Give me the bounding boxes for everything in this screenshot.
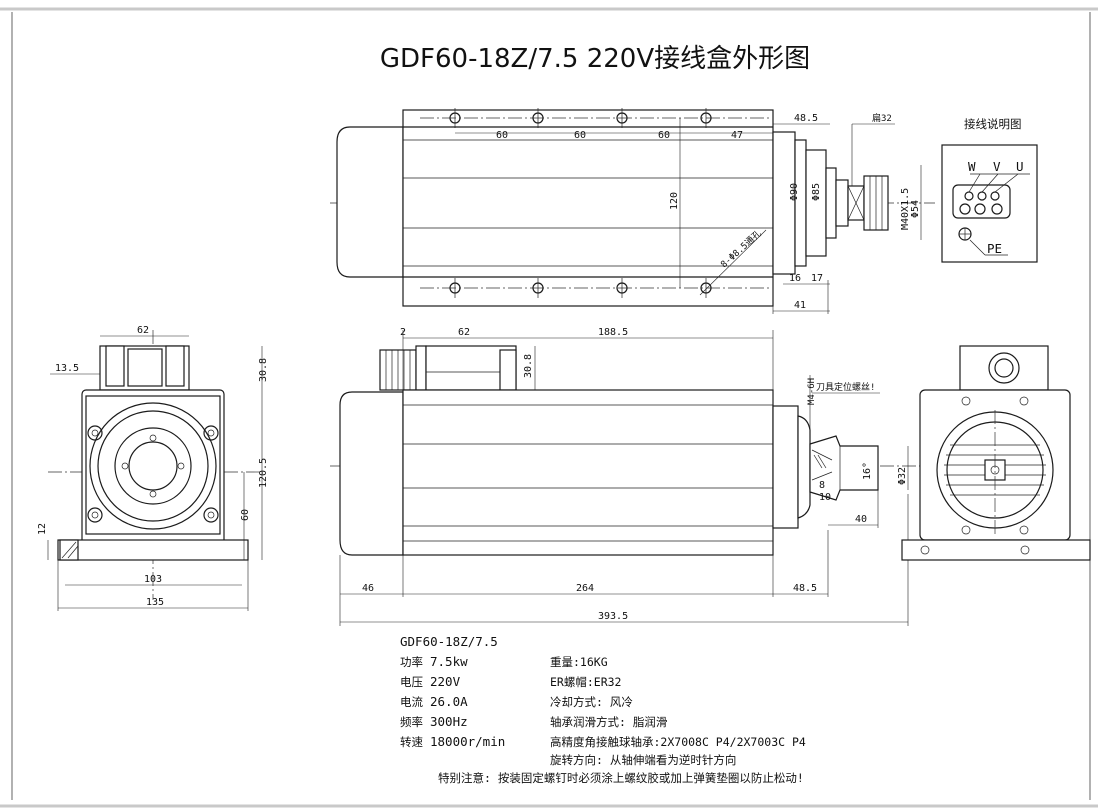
terminal-w: W (968, 159, 976, 174)
dim-base-w: 135 (146, 597, 164, 608)
dim-height: 120 (669, 192, 680, 210)
spec-voltage-value: 220V (430, 674, 461, 689)
spec-power-label: 功率 (400, 655, 423, 669)
spec-speed-value: 18000r/min (430, 734, 505, 749)
spec-cooling: 冷却方式: 风冷 (550, 695, 633, 709)
mount-holes-top (449, 108, 712, 298)
dim-d16: 16 (789, 273, 801, 284)
dim-offset: 13.5 (55, 363, 79, 374)
drawing-title: GDF60-18Z/7.5 220V接线盒外形图 (380, 44, 810, 74)
dim-10: 10 (819, 492, 831, 503)
spec-power-value: 7.5kw (430, 654, 468, 669)
spec-frequency-label: 频率 (400, 715, 423, 729)
spec-frequency-value: 300Hz (430, 714, 468, 729)
dim-spacing-2: 60 (574, 130, 586, 141)
dim-spacing-3: 60 (658, 130, 670, 141)
dim-8: 8 (819, 480, 825, 491)
wiring-title: 接线说明图 (964, 117, 1022, 131)
dim-total-h: 120.5 (258, 458, 269, 488)
dim-to-nose: 188.5 (598, 327, 628, 338)
dim-d32: Φ32 (897, 467, 908, 485)
screw-note: 刀具定位螺丝! (816, 381, 875, 393)
nose-end-view (901, 345, 1091, 561)
dim-front: 48.5 (793, 583, 817, 594)
spec-current-value: 26.0A (430, 694, 468, 709)
spec-weight: 重量:16KG (550, 655, 608, 669)
spec-block: GDF60-18Z/7.5 功率 7.5kw 电压 220V 电流 26.0A … (400, 634, 806, 785)
dim-overall-tail: 48.5 (794, 113, 818, 124)
dim-total: 393.5 (598, 611, 628, 622)
terminal-u: U (1016, 159, 1024, 174)
dim-angle: 16° (862, 462, 873, 480)
dim-spacing-1: 60 (496, 130, 508, 141)
spec-model: GDF60-18Z/7.5 (400, 634, 498, 649)
dim-d41: 41 (794, 300, 806, 311)
top-view: 60 60 60 47 48.5 120 8-Φ8.5通孔 Φ90 Φ85 M4… (330, 108, 935, 314)
dim-40: 40 (855, 514, 867, 525)
wiring-diagram: 接线说明图 W V U PE (941, 117, 1038, 263)
dim-box-width: 62 (458, 327, 470, 338)
dim-d85: Φ85 (811, 183, 822, 201)
terminal-pe: PE (987, 241, 1002, 256)
dim-hole-span: 103 (144, 574, 162, 585)
spec-voltage-label: 电压 (400, 675, 423, 689)
dim-end-space: 47 (731, 130, 743, 141)
dim-box-height: 30.8 (523, 354, 534, 378)
dim-box-h: 30.8 (258, 358, 269, 382)
spec-rotation: 旋转方向: 从轴伸端看为逆时针方向 (550, 753, 736, 767)
dim-rear: 46 (362, 583, 374, 594)
terminal-v: V (993, 159, 1001, 174)
dim-d90: Φ90 (789, 183, 800, 201)
spec-lubrication: 轴承润滑方式: 脂润滑 (550, 715, 667, 729)
front-view: 62 13.5 30.8 120.5 60 12 103 135 (37, 325, 269, 611)
dim-mid: 264 (576, 583, 594, 594)
dim-thread: M40X1.5 (900, 188, 911, 230)
spec-current-label: 电流 (400, 695, 423, 709)
dim-d17: 17 (811, 273, 823, 284)
side-view: 2 62 188.5 30.8 M4-6H 刀具定位螺丝! 16° Φ32 8 … (330, 327, 920, 626)
dim-box-w: 62 (137, 325, 149, 336)
spec-er-nut: ER螺帽:ER32 (550, 675, 621, 689)
dim-box-gap: 2 (400, 327, 406, 338)
spec-speed-label: 转速 (400, 735, 423, 749)
dim-flat: 扁32 (872, 112, 892, 124)
dim-screw: M4-6H (807, 378, 817, 405)
dim-center-h: 60 (240, 509, 251, 521)
dim-d54: Φ54 (910, 200, 921, 218)
spec-bearings: 高精度角接触球轴承:2X7008C P4/2X7003C P4 (550, 735, 806, 749)
dim-base-t: 12 (37, 523, 48, 535)
spec-note: 特别注意: 按装固定螺钉时必须涂上螺纹胶或加上弹簧垫圈以防止松动! (438, 771, 804, 785)
